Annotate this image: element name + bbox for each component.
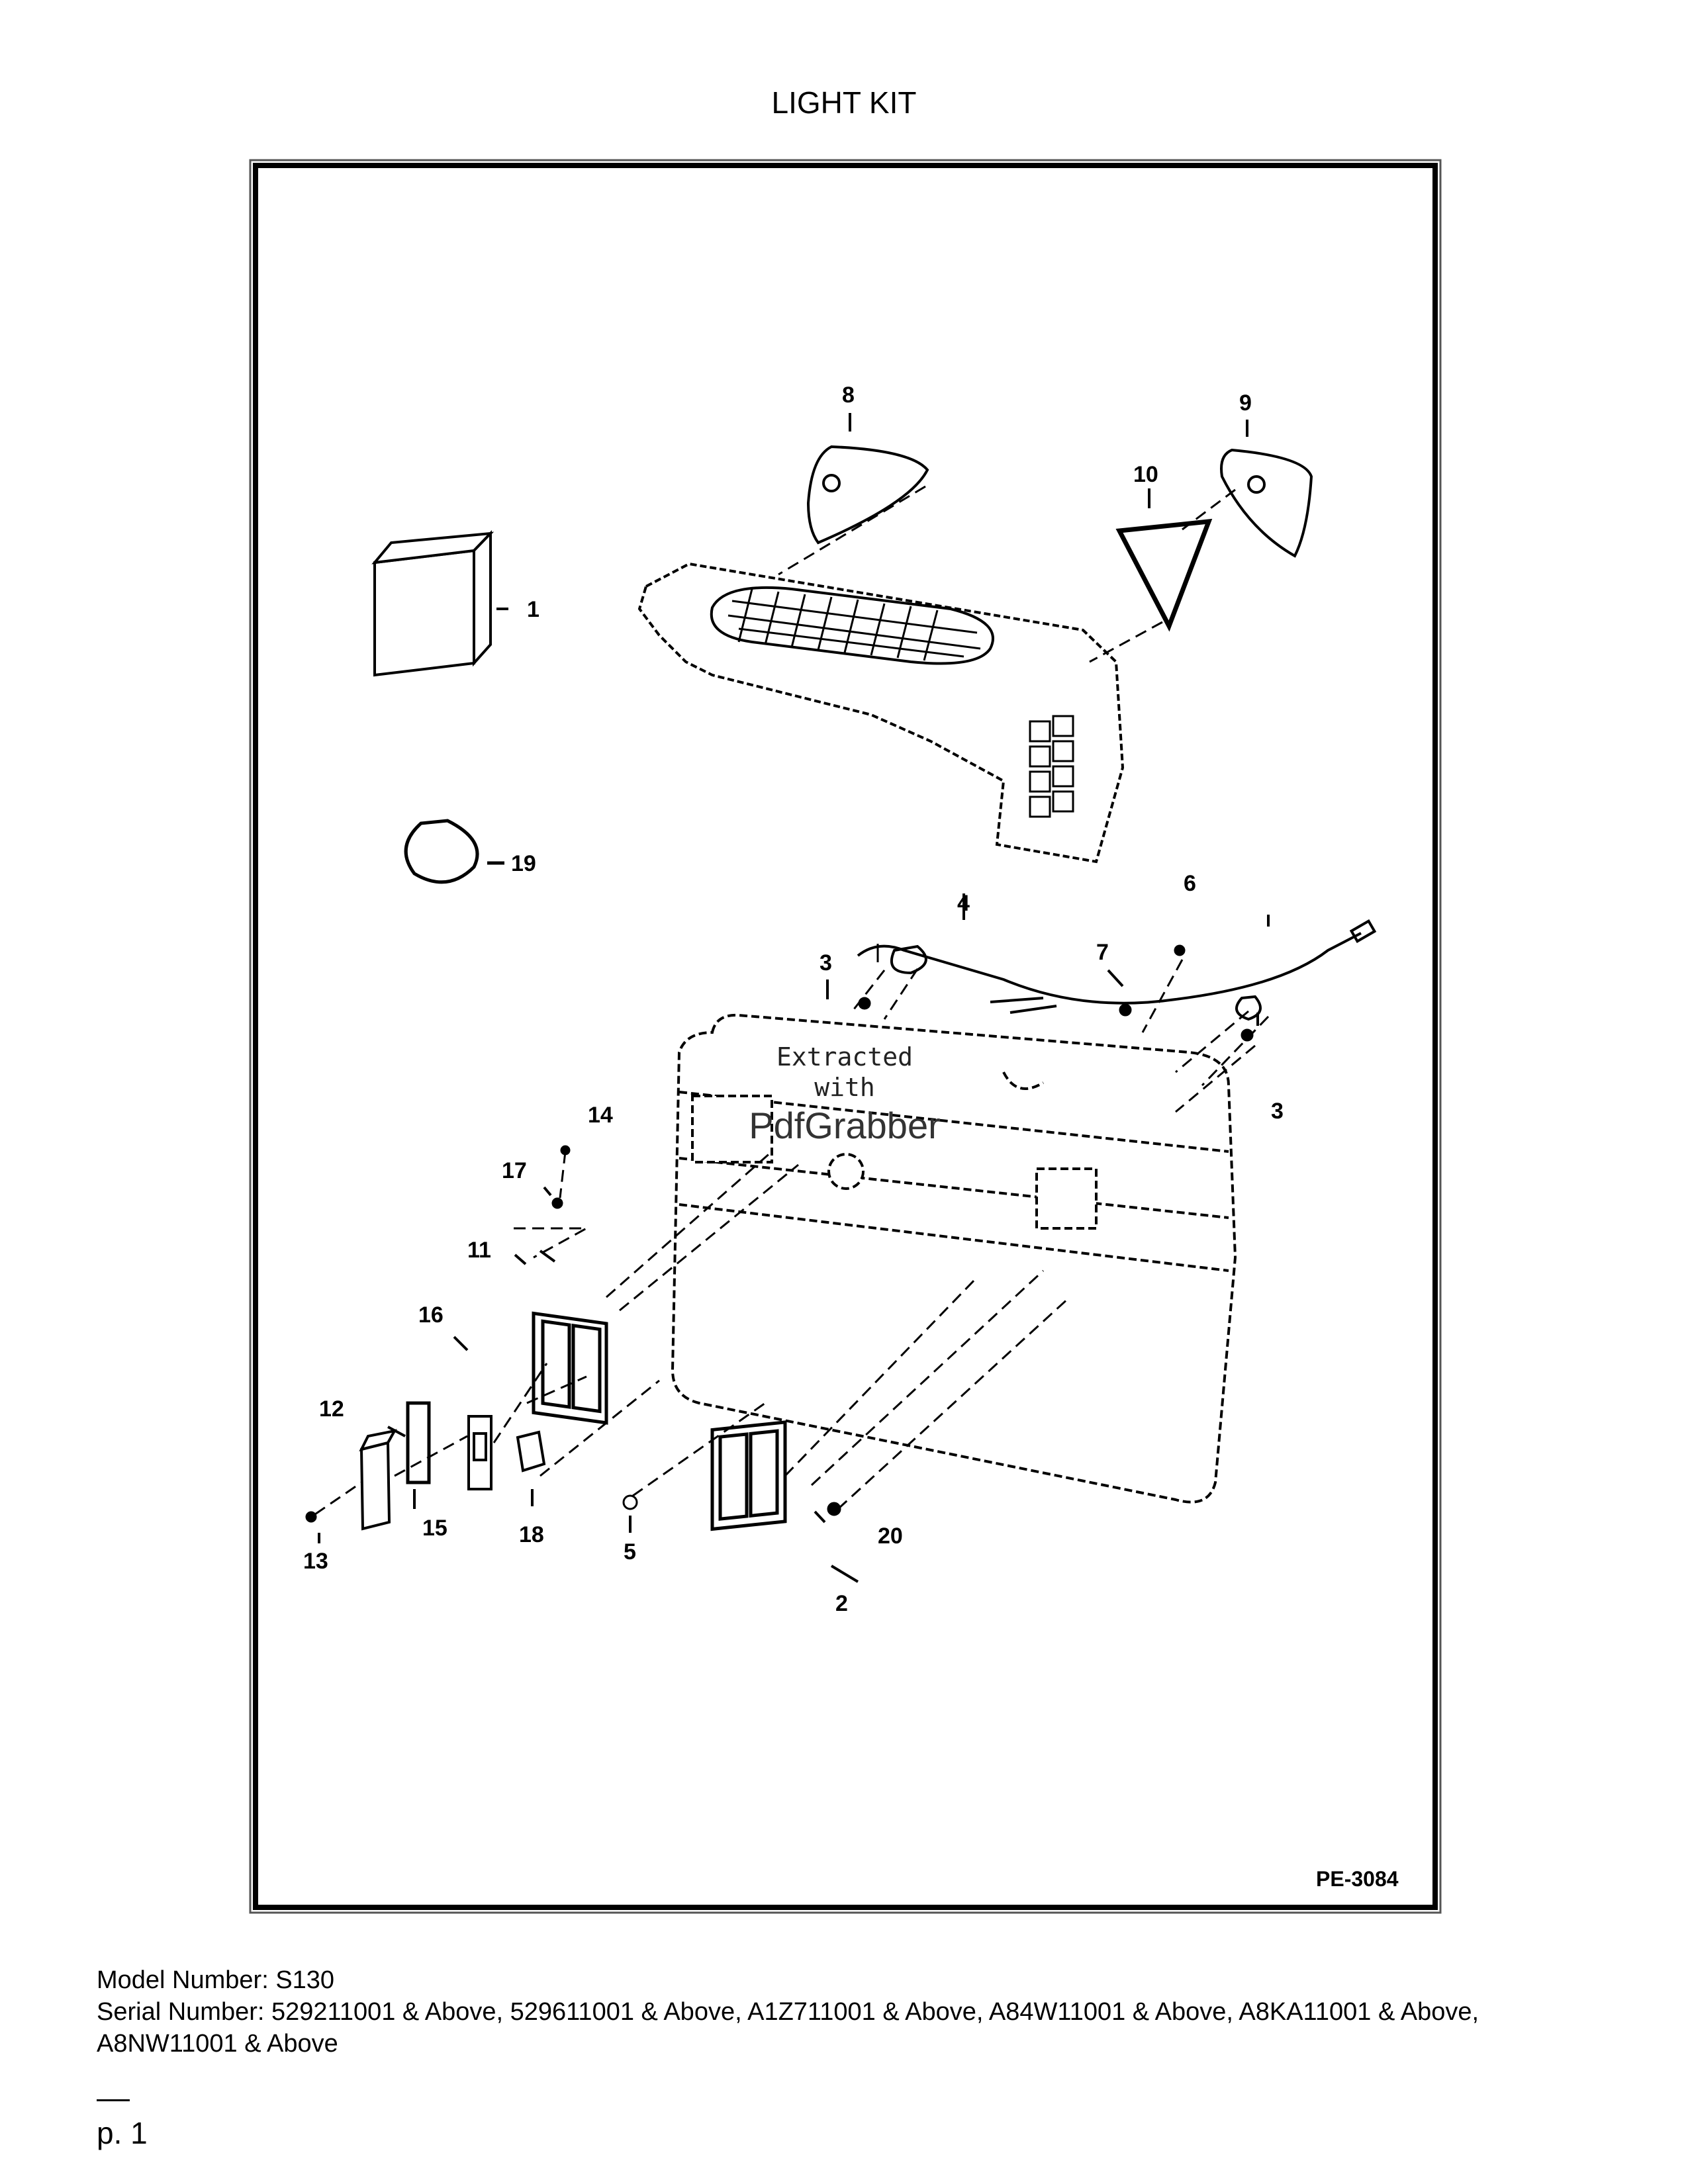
assembly-lines xyxy=(314,485,1270,1516)
callout-6: 6 xyxy=(1184,871,1196,896)
callout-5: 5 xyxy=(624,1539,636,1565)
callout-7: 7 xyxy=(1096,940,1109,965)
diagram-frame: Extracted with PdfGrabber 1 2 3 3 4 5 6 … xyxy=(249,159,1442,1914)
callout-18: 18 xyxy=(519,1522,544,1547)
drawing-id: PE-3084 xyxy=(1316,1867,1399,1891)
leader-lines xyxy=(318,969,1259,1583)
part-18-rocker xyxy=(516,1430,546,1506)
callout-16: 16 xyxy=(418,1302,444,1328)
part-8-light xyxy=(806,413,929,545)
callout-11: 11 xyxy=(467,1238,491,1263)
callout-3b: 3 xyxy=(1271,1099,1284,1124)
exploded-parts-diagram: Extracted with PdfGrabber 1 2 3 3 4 5 6 … xyxy=(249,159,1442,1914)
callout-1: 1 xyxy=(527,597,539,622)
callout-4: 4 xyxy=(957,891,970,916)
callout-3: 3 xyxy=(820,950,832,976)
callout-13: 13 xyxy=(303,1549,328,1574)
dash-panel xyxy=(671,1013,1237,1504)
watermark-line2: with xyxy=(814,1073,875,1102)
part-1-box xyxy=(371,530,508,677)
callout-10: 10 xyxy=(1133,462,1158,487)
fasteners xyxy=(305,944,1254,1523)
callout-14: 14 xyxy=(588,1103,613,1128)
callout-8: 8 xyxy=(842,383,855,408)
part-9-light xyxy=(1220,420,1313,558)
callout-9: 9 xyxy=(1239,390,1252,416)
serial-number: Serial Number: 529211001 & Above, 529611… xyxy=(97,1998,1479,2058)
part-2-switch-panel xyxy=(710,1420,787,1531)
part-16-switch xyxy=(467,1415,492,1490)
part-11-bezel xyxy=(532,1311,608,1425)
callout-15: 15 xyxy=(422,1516,447,1541)
part-15-gasket xyxy=(406,1401,431,1484)
page-number: p. 1 xyxy=(97,2116,148,2150)
page-title: LIGHT KIT xyxy=(771,85,917,120)
watermark: Extracted with PdfGrabber xyxy=(749,1042,941,1146)
watermark-line1: Extracted xyxy=(776,1042,913,1071)
part-19-cable-tie xyxy=(404,819,504,884)
model-number: Model Number: S130 xyxy=(97,1966,335,1994)
callout-20: 20 xyxy=(878,1524,903,1549)
footer: Model Number: S130 Serial Number: 529211… xyxy=(97,1964,1606,2060)
part-4-harness xyxy=(857,893,1377,1021)
upper-panel xyxy=(637,562,1125,864)
part-10-gasket xyxy=(1115,488,1213,632)
callout-17: 17 xyxy=(502,1158,527,1183)
callout-19: 19 xyxy=(511,851,536,876)
callout-2: 2 xyxy=(835,1591,848,1616)
part-12-switch-cover xyxy=(359,1429,397,1531)
callouts: 1 2 3 3 4 5 6 7 8 9 10 11 12 13 14 15 16… xyxy=(303,383,1284,1616)
watermark-brand: PdfGrabber xyxy=(749,1105,941,1146)
footer-rule xyxy=(97,2099,130,2101)
callout-12: 12 xyxy=(319,1396,344,1422)
